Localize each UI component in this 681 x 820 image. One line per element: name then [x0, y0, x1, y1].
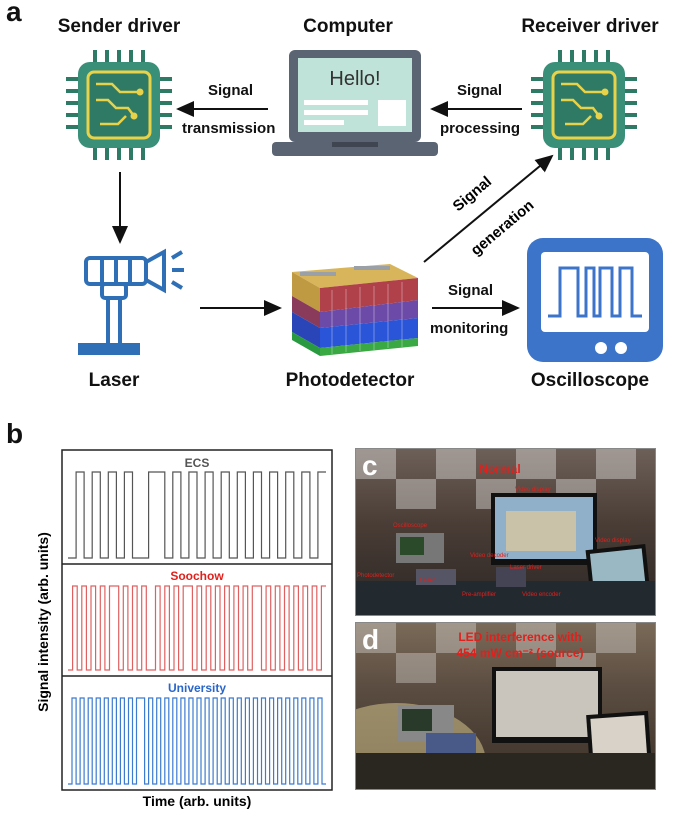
- screen-text: Hello!: [329, 68, 380, 90]
- trace-name-ecs: ECS: [185, 456, 210, 470]
- laptop-icon: [272, 50, 438, 156]
- edge-label-monitoring-1: Signal: [448, 282, 494, 299]
- arrow-photodetector-to-receiver: [423, 154, 554, 263]
- photo-c-tag-oscilloscope: Oscilloscope: [393, 523, 428, 529]
- photo-c-tag-laser-driver: Laser driver: [510, 565, 542, 571]
- sender-driver-label: Sender driver: [57, 16, 181, 37]
- y-axis-label: Signal intensity (arb. units): [35, 532, 51, 712]
- laser-icon: [84, 248, 184, 345]
- edge-label-transmission-2: transmission: [182, 120, 276, 137]
- photo-c-tag-video-display-2: Video display: [595, 538, 631, 544]
- photo-c-tag-laser: Laser: [420, 578, 436, 584]
- laser-label: Laser: [88, 370, 140, 391]
- edge-label-processing-1: Signal: [457, 82, 503, 99]
- photo-c-scene: [356, 449, 655, 615]
- photo-c-tag-video-encoder: Video encoder: [522, 592, 561, 598]
- photo-d-led-interference: [355, 622, 656, 790]
- photo-c-tag-video-display: Video display: [515, 487, 551, 493]
- photodetector-label: Photodetector: [285, 370, 415, 391]
- signal-traces-chart: ECS Soochow University Signal intensity …: [35, 449, 333, 809]
- oscilloscope-icon: [527, 238, 663, 362]
- trace-ecs: [68, 471, 326, 559]
- trace-name-soochow: Soochow: [170, 569, 224, 583]
- trace-name-university: University: [168, 681, 226, 695]
- photo-c-tag-pre-amplifier: Pre-amplifier: [462, 592, 497, 598]
- trace-soochow: [68, 585, 326, 671]
- edge-label-processing-2: processing: [440, 120, 521, 137]
- panel-d-letter: d: [362, 624, 380, 655]
- panel-a-diagram: Hello! Signal g: [66, 50, 663, 362]
- receiver-driver-label: Receiver driver: [521, 16, 659, 37]
- sender-chip-icon: [66, 50, 172, 160]
- photo-d-caption-line-2: 454 mW cm⁻² (source): [456, 646, 584, 660]
- x-axis-label: Time (arb. units): [143, 793, 252, 809]
- photo-d-caption-line-1: LED interference with: [458, 630, 582, 644]
- photodetector-icon: [292, 264, 418, 356]
- photo-c-tag-video-decoder: Video decoder: [470, 553, 509, 559]
- edge-label-monitoring-2: monitoring: [430, 320, 509, 337]
- edge-label-generation-2: generation: [468, 197, 538, 259]
- receiver-chip-icon: [531, 50, 637, 160]
- oscilloscope-label: Oscilloscope: [530, 370, 650, 391]
- photo-d-scene: [356, 623, 655, 789]
- panel-c-letter: c: [362, 450, 378, 481]
- laser-base: [78, 343, 140, 355]
- trace-university: [68, 697, 326, 785]
- edge-label-transmission-1: Signal: [208, 82, 254, 99]
- panel-a-letter: a: [6, 0, 22, 27]
- panel-b-letter: b: [6, 418, 24, 449]
- photo-c-tag-photodetector: Photodetector: [357, 573, 395, 579]
- computer-label: Computer: [303, 16, 393, 37]
- photo-c-normal: [355, 448, 656, 616]
- photo-c-caption: Normal: [479, 462, 521, 476]
